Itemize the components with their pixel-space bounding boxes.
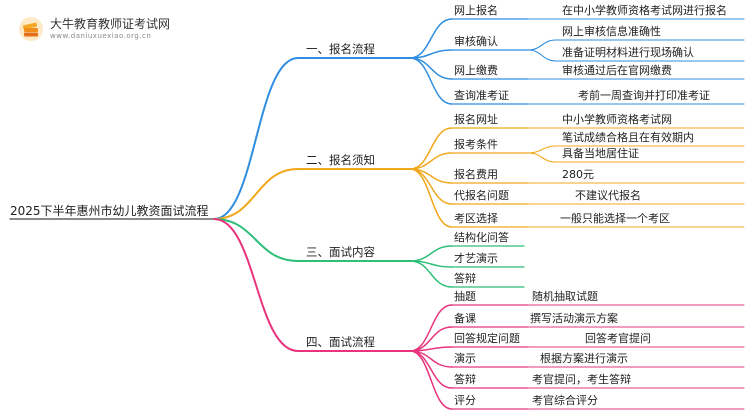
child-label: 报名费用 (454, 167, 498, 181)
detail-connector (527, 49, 557, 62)
child-label: 抽题 (454, 289, 476, 303)
branch-connector (213, 168, 299, 220)
child-label: 考区选择 (454, 211, 498, 225)
detail-label: 随机抽取试题 (532, 289, 598, 303)
branch-label: 二、报名须知 (306, 153, 375, 167)
detail-label: 准备证明材料进行现场确认 (562, 45, 694, 59)
brand-name: 大牛教育教师证考试网 (50, 17, 171, 31)
child-connector (409, 127, 453, 170)
child-connector (409, 260, 453, 288)
detail-connector (527, 152, 557, 163)
child-label: 审核确认 (454, 34, 498, 48)
detail-label: 考前一周查询并打印准考证 (578, 88, 710, 102)
branch-connector (213, 218, 299, 352)
child-connector (409, 350, 453, 410)
detail-label: 在中小学教师资格考试网进行报名 (562, 3, 727, 17)
child-label: 代报名问题 (454, 188, 509, 202)
detail-label: 考官提问，考生答辩 (532, 372, 631, 386)
child-label: 报考条件 (454, 137, 498, 151)
child-connector (409, 18, 453, 59)
child-label: 查询准考证 (454, 88, 509, 102)
child-connector (409, 168, 453, 228)
branch-connector (213, 57, 299, 220)
child-connector (409, 245, 453, 262)
child-label: 结构化问答 (454, 230, 509, 244)
branch-label: 四、面试流程 (306, 335, 375, 349)
child-label: 备课 (454, 311, 476, 325)
brand-logo: 大牛教育教师证考试网 www.daniuxuexiao.org.cn (18, 16, 170, 42)
child-label: 答辩 (454, 372, 476, 386)
detail-label: 考官综合评分 (532, 393, 598, 407)
detail-connector (527, 39, 557, 51)
brand-url: www.daniuxuexiao.org.cn (50, 32, 152, 40)
branch-label: 一、报名流程 (306, 42, 375, 56)
child-label: 才艺演示 (454, 251, 498, 265)
child-label: 答辩 (454, 271, 476, 285)
detail-label: 审核通过后在官网缴费 (562, 63, 672, 77)
branch-connector (213, 218, 299, 262)
branch-label: 三、面试内容 (306, 245, 375, 259)
child-label: 网上缴费 (454, 63, 498, 77)
child-label: 评分 (454, 394, 476, 407)
detail-label: 不建议代报名 (575, 188, 641, 202)
child-label: 网上报名 (454, 3, 498, 17)
detail-label: 中小学教师资格考试网 (562, 112, 672, 126)
detail-connector (527, 145, 557, 154)
detail-label: 280元 (562, 168, 594, 181)
child-label: 回答规定问题 (454, 331, 520, 345)
root-topic: 2025下半年惠州市幼儿教资面试流程 (10, 203, 209, 218)
child-connector (409, 350, 453, 389)
detail-label: 具备当地居住证 (562, 146, 639, 160)
child-connector (409, 152, 453, 170)
detail-label: 回答考官提问 (585, 331, 651, 345)
child-label: 报名网址 (454, 112, 498, 126)
child-connector (409, 57, 453, 80)
child-label: 演示 (454, 351, 476, 365)
book-stack-icon (19, 17, 43, 41)
detail-label: 一般只能选择一个考区 (560, 211, 670, 225)
detail-label: 网上审核信息准确性 (562, 24, 661, 38)
child-connector (409, 57, 453, 105)
detail-label: 撰写活动演示方案 (530, 311, 618, 325)
detail-label: 根据方案进行演示 (540, 351, 628, 365)
detail-label: 笔试成绩合格且在有效期内 (562, 130, 694, 144)
